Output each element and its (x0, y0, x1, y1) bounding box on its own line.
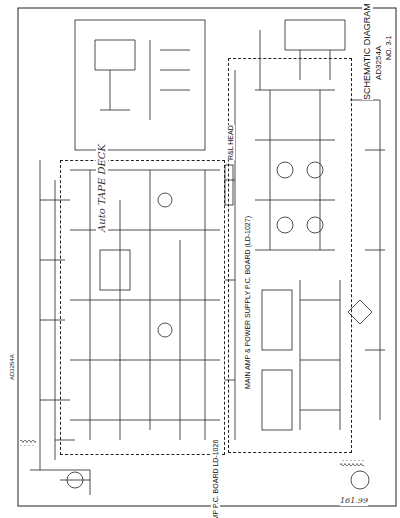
note-text: AD3254A (8, 354, 16, 380)
inset-box (75, 20, 205, 150)
wire (270, 90, 385, 430)
board-label: PRE AMP P.C. BOARD LD-1026 (211, 440, 220, 518)
wire (70, 170, 220, 420)
note-text: R&L HEAD (226, 125, 235, 160)
transistor-symbol (158, 193, 172, 207)
title-block-text: SCHEMATIC DIAGRAM (362, 3, 373, 100)
transistor-symbol (307, 162, 323, 178)
title-block-text: NO. 3-1 (384, 35, 393, 60)
wire (235, 70, 340, 440)
coil-symbol (20, 440, 36, 446)
inset-detail (95, 40, 190, 120)
head-symbol (225, 165, 233, 205)
board-outline: MAIN AMP & POWER SUPPLY P.C. BOARD (LD-1… (228, 58, 352, 453)
board-label: MAIN AMP & POWER SUPPLY P.C. BOARD (LD-1… (243, 216, 252, 389)
note-text: 161.99 (340, 496, 368, 506)
note-text: Auto TAPE DECK (96, 144, 108, 232)
ic-symbol (262, 290, 292, 350)
wire (40, 160, 75, 470)
top-right-block (260, 20, 345, 90)
transistor-symbol (158, 323, 172, 337)
connector-symbol (351, 471, 369, 489)
connector-symbol (67, 472, 83, 488)
board-outline: PRE AMP P.C. BOARD LD-1026 (60, 160, 225, 455)
page-frame (18, 8, 396, 506)
ic-symbol (262, 370, 292, 430)
transistor-symbol (277, 162, 293, 178)
title-block-text: AD3254A (374, 46, 384, 80)
ic-symbol (100, 250, 130, 290)
transistor-symbol (277, 217, 293, 233)
transistor-symbol (307, 217, 323, 233)
transformer-symbol (340, 460, 364, 466)
